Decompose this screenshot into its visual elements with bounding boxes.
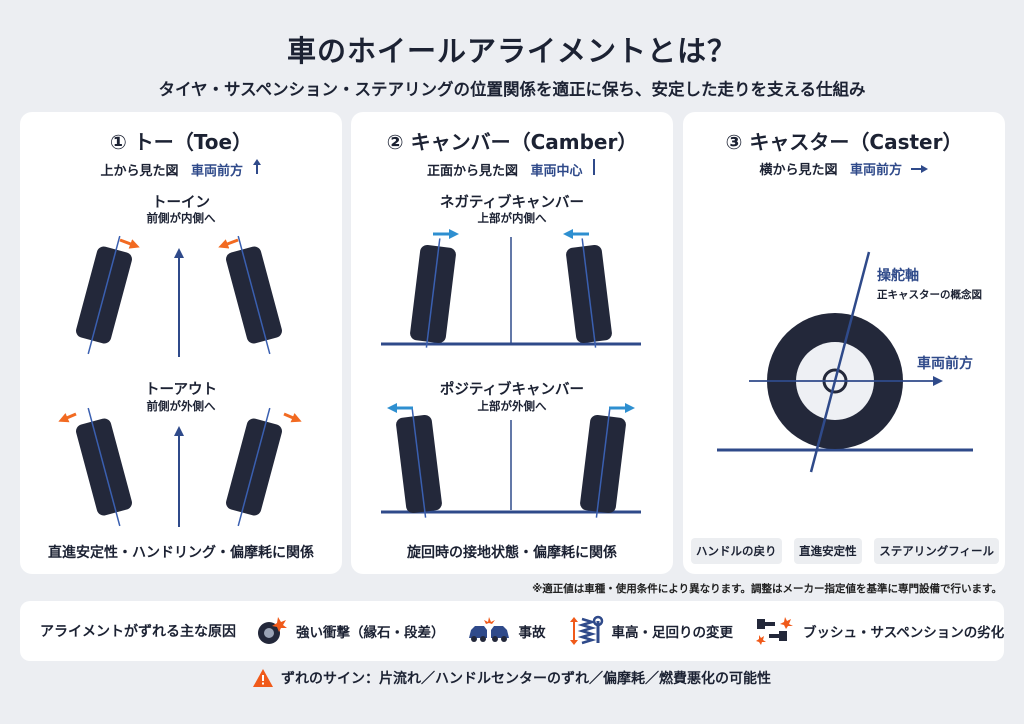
- camber-direction-label: 車両中心: [530, 164, 583, 179]
- tire-icon: [226, 235, 282, 355]
- page-title: 車のホイールアライメントとは？: [286, 34, 737, 68]
- disclaimer-note: ※適正値は車種・使用条件により異なります。調整はメーカー指定値を基準に専門設備で…: [532, 583, 1002, 595]
- causes-label: アライメントがずれる主な原因: [40, 624, 236, 640]
- cause-text: 強い衝撃（縁石・段差）: [296, 625, 445, 641]
- chip-steering-feel: ステアリングフィール: [874, 538, 999, 564]
- negative-camber-sublabel: 上部が内側へ: [477, 211, 547, 225]
- cause-text: ブッシュ・サスペンションの劣化: [803, 625, 1005, 641]
- toe-diagram: [58, 235, 302, 527]
- camber-panel: ② キャンバー（Camber） 正面から見た図 車両中心 ネガティブキャンバー …: [351, 112, 673, 574]
- warning-icon: [253, 669, 273, 687]
- warning-text: ずれのサイン：片流れ／ハンドルセンターのずれ／偏摩耗／燃費悪化の可能性: [281, 671, 771, 687]
- chip-steering-return: ハンドルの戻り: [691, 538, 782, 564]
- cause-text: 事故: [518, 625, 546, 641]
- spring-wrench-icon: [569, 615, 603, 645]
- camber-view-caption: 正面から見た図 車両中心: [351, 159, 673, 179]
- camber-footer: 旋回時の接地状態・偏摩耗に関係: [407, 545, 617, 561]
- caster-title: ③ キャスター（Caster）: [725, 130, 963, 154]
- caster-direction-label: 車両前方: [850, 163, 903, 178]
- camber-diagram: [381, 229, 641, 518]
- toe-in-sublabel: 前側が内側へ: [146, 211, 216, 225]
- toe-view-caption: 上から見た図 車両前方: [20, 159, 342, 179]
- positive-camber-sublabel: 上部が外側へ: [477, 399, 547, 413]
- toe-footer: 直進安定性・ハンドリング・偏摩耗に関係: [48, 545, 314, 561]
- camber-view-label: 正面から見た図: [426, 164, 518, 179]
- caster-view-label: 横から見た図: [759, 163, 838, 178]
- causes-bar: アライメントがずれる主な原因 強い衝撃（縁石・段差） 事故 車高・足回りの変更: [20, 601, 1004, 661]
- negative-camber-label: ネガティブキャンバー: [439, 195, 585, 211]
- car-collision-icon: [468, 617, 509, 642]
- cause-text: 車高・足回りの変更: [611, 625, 734, 641]
- vertical-bar-icon: [593, 159, 596, 175]
- cause-item: 車高・足回りの変更: [568, 615, 734, 647]
- forward-label: 車両前方: [917, 355, 973, 372]
- cause-item: 事故: [467, 616, 546, 646]
- tire-icon: [226, 407, 282, 527]
- toe-arrow-icon: [119, 238, 140, 249]
- caster-diagram: 操舵軸 正キャスターの概念図 車両前方: [717, 251, 982, 473]
- tire-icon: [396, 408, 442, 518]
- toe-out-sublabel: 前側が外側へ: [146, 399, 216, 413]
- caster-view-caption: 横から見た図 車両前方: [683, 159, 1005, 178]
- camber-title: ② キャンバー（Camber）: [386, 130, 638, 154]
- steering-axis-sublabel: 正キャスターの概念図: [877, 288, 982, 301]
- steering-axis-line: [809, 251, 871, 473]
- caster-effect-chips: ハンドルの戻り 直進安定性 ステアリングフィール: [691, 538, 999, 564]
- page-subtitle: タイヤ・サスペンション・ステアリングの位置関係を適正に保ち、安定した走りを支える…: [158, 80, 866, 99]
- toe-in-label: トーイン: [152, 195, 210, 211]
- toe-direction-label: 車両前方: [191, 164, 244, 179]
- toe-title: ① トー（Toe）: [109, 130, 253, 154]
- chip-straight-stability: 直進安定性: [794, 538, 862, 564]
- positive-camber-label: ポジティブキャンバー: [439, 382, 585, 398]
- tire-icon: [580, 408, 626, 518]
- cause-item: ブッシュ・サスペンションの劣化: [755, 615, 1004, 647]
- warning-line: ずれのサイン：片流れ／ハンドルセンターのずれ／偏摩耗／燃費悪化の可能性: [0, 668, 1024, 688]
- toe-arrow-icon: [218, 238, 239, 249]
- tire-impact-icon: [258, 617, 287, 644]
- tire-icon: [566, 238, 612, 348]
- tire-icon: [76, 235, 132, 355]
- arrow-up-icon: [252, 159, 261, 174]
- tire-icon: [76, 407, 132, 527]
- suspension-wear-icon: [756, 617, 793, 645]
- tire-icon: [410, 238, 456, 348]
- steering-axis-label: 操舵軸: [877, 267, 919, 284]
- cause-item: 強い衝撃（縁石・段差）: [256, 615, 445, 647]
- toe-out-label: トーアウト: [145, 382, 217, 398]
- toe-panel: ① トー（Toe） 上から見た図 車両前方 トーイン 前側が内側へ トーアウト …: [20, 112, 342, 574]
- arrow-right-icon: [910, 165, 928, 173]
- toe-view-label: 上から見た図: [100, 164, 179, 179]
- caster-panel: ③ キャスター（Caster） 横から見た図 車両前方 操舵軸 正キャスターの概…: [683, 112, 1005, 574]
- toe-arrow-icon: [58, 412, 77, 423]
- toe-arrow-icon: [283, 412, 302, 423]
